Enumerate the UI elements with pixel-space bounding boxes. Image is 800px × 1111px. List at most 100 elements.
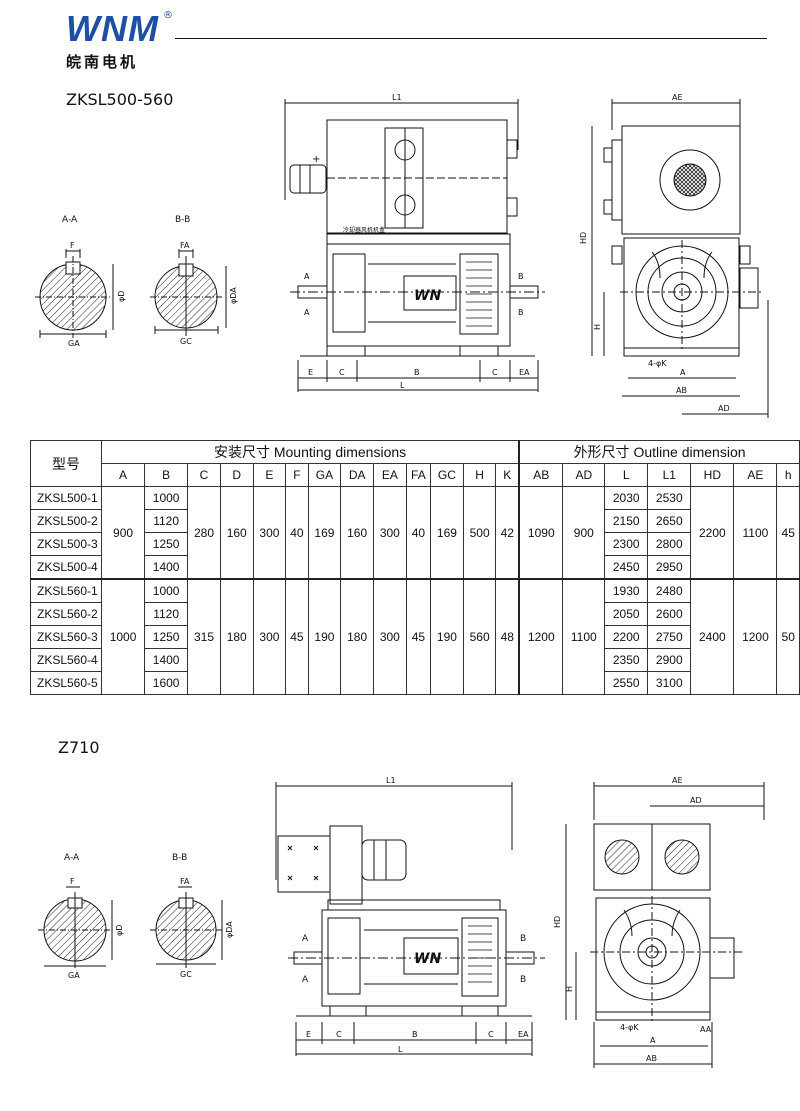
key-label: F: [70, 877, 75, 886]
header-outline: 外形尺寸 Outline dimension: [518, 440, 800, 464]
zksl-drawings: A-A F GA φD B-B FA GC φDA L1: [35, 93, 769, 418]
cell-ae: 1200: [733, 578, 778, 695]
model-cell: ZKSL500-2: [30, 509, 102, 533]
hole-label: 4-φK: [620, 1023, 639, 1032]
cell-h: 45: [776, 486, 800, 580]
column-header: E: [252, 463, 287, 487]
dimension-label: AE: [672, 776, 683, 785]
side-view: L1 冷却器风机机盒 + WN A A B: [284, 93, 545, 392]
section-view-title: A-A: [62, 215, 78, 225]
company-name: 皖南电机: [66, 53, 139, 71]
cell-l1: 2650: [647, 509, 692, 533]
cell-l: 2350: [604, 648, 649, 672]
diameter-label: φD: [117, 291, 126, 302]
cell-da: 160: [340, 486, 374, 580]
hole-label: 4-φK: [648, 359, 667, 368]
model-cell: ZKSL560-2: [30, 602, 102, 626]
header-rule: [175, 38, 767, 39]
cell-l: 2550: [604, 671, 649, 695]
section-view-a-a: A-A F GA φD: [38, 853, 124, 980]
cell-l: 1930: [604, 578, 649, 603]
cell-l1: 2530: [647, 486, 692, 510]
dimension-label: B: [412, 1030, 418, 1039]
section-mark: B: [518, 308, 524, 317]
dimension-label: HD: [553, 916, 562, 928]
header-model: 型号: [30, 440, 102, 487]
column-header: L: [604, 463, 649, 487]
cell-a: 900: [100, 486, 146, 580]
column-header: h: [776, 463, 800, 487]
cell-gc: 190: [430, 578, 464, 695]
dimension-label: AE: [672, 93, 683, 102]
model-cell: ZKSL500-3: [30, 532, 102, 556]
key-label: F: [70, 241, 75, 250]
registered-mark: ®: [163, 10, 173, 21]
cell-l: 2200: [604, 625, 649, 649]
z710-drawings: A-A F GA φD B-B FA GC φDA L1: [38, 776, 765, 1068]
dimension-label: EA: [518, 1030, 529, 1039]
cell-l: 2150: [604, 509, 649, 533]
terminal-mark: +: [312, 154, 320, 165]
cell-d: 180: [219, 578, 254, 695]
dimension-label: C: [339, 368, 345, 377]
dimension-label: AA: [700, 1025, 712, 1034]
cell-b: 1120: [144, 509, 189, 533]
cell-l: 2450: [604, 555, 649, 580]
width-label: GC: [180, 337, 192, 346]
column-header: K: [495, 463, 520, 487]
cell-e: 300: [252, 578, 287, 695]
emblem: WN: [414, 951, 441, 967]
section-title-z710: Z710: [58, 738, 100, 757]
column-header: DA: [340, 463, 374, 487]
cell-l1: 2600: [647, 602, 692, 626]
section-mark: B: [520, 934, 526, 944]
column-header: GC: [430, 463, 464, 487]
cell-f: 40: [285, 486, 309, 580]
dimension-label: L: [398, 1045, 403, 1054]
column-header: AD: [562, 463, 606, 487]
model-cell: ZKSL560-4: [30, 648, 102, 672]
section-mark: A: [302, 975, 309, 985]
dimension-label: C: [492, 368, 498, 377]
column-header: FA: [405, 463, 432, 487]
cell-l: 2050: [604, 602, 649, 626]
end-view: AE AD HD H 4-φK A AB AA: [553, 776, 765, 1068]
section-view-b-b: B-B FA GC φDA: [150, 853, 234, 979]
cell-e: 300: [252, 486, 287, 580]
cell-b: 1250: [144, 625, 189, 649]
cell-ga: 169: [307, 486, 342, 580]
dimension-label: L: [400, 381, 405, 390]
section-mark: B: [518, 272, 524, 281]
brand-logo: WNM: [66, 8, 159, 49]
section-view-title: B-B: [172, 853, 187, 863]
column-header: L1: [647, 463, 692, 487]
column-header: AE: [733, 463, 778, 487]
column-header: GA: [307, 463, 342, 487]
section-mark: B: [520, 975, 526, 985]
model-cell: ZKSL500-4: [30, 555, 102, 580]
cell-ab: 1090: [518, 486, 564, 580]
cell-h: 500: [462, 486, 497, 580]
cell-k: 42: [495, 486, 520, 580]
cell-l1: 2480: [647, 578, 692, 603]
side-view: L1 WN A A B B E C B: [275, 776, 545, 1056]
cell-c: 280: [187, 486, 221, 580]
cell-ea: 300: [373, 486, 407, 580]
section-mark: A: [304, 272, 310, 281]
cell-l1: 3100: [647, 671, 692, 695]
dimension-label: AD: [690, 796, 702, 805]
cell-hd: 2200: [690, 486, 735, 580]
section-view-b-b: B-B FA GC φDA: [150, 215, 238, 346]
dimension-label: E: [308, 368, 313, 377]
cell-c: 315: [187, 578, 221, 695]
section-title-zksl: ZKSL500-560: [66, 90, 174, 109]
section-mark: A: [302, 934, 309, 944]
cell-da: 180: [340, 578, 374, 695]
dimension-label: HD: [579, 232, 588, 244]
